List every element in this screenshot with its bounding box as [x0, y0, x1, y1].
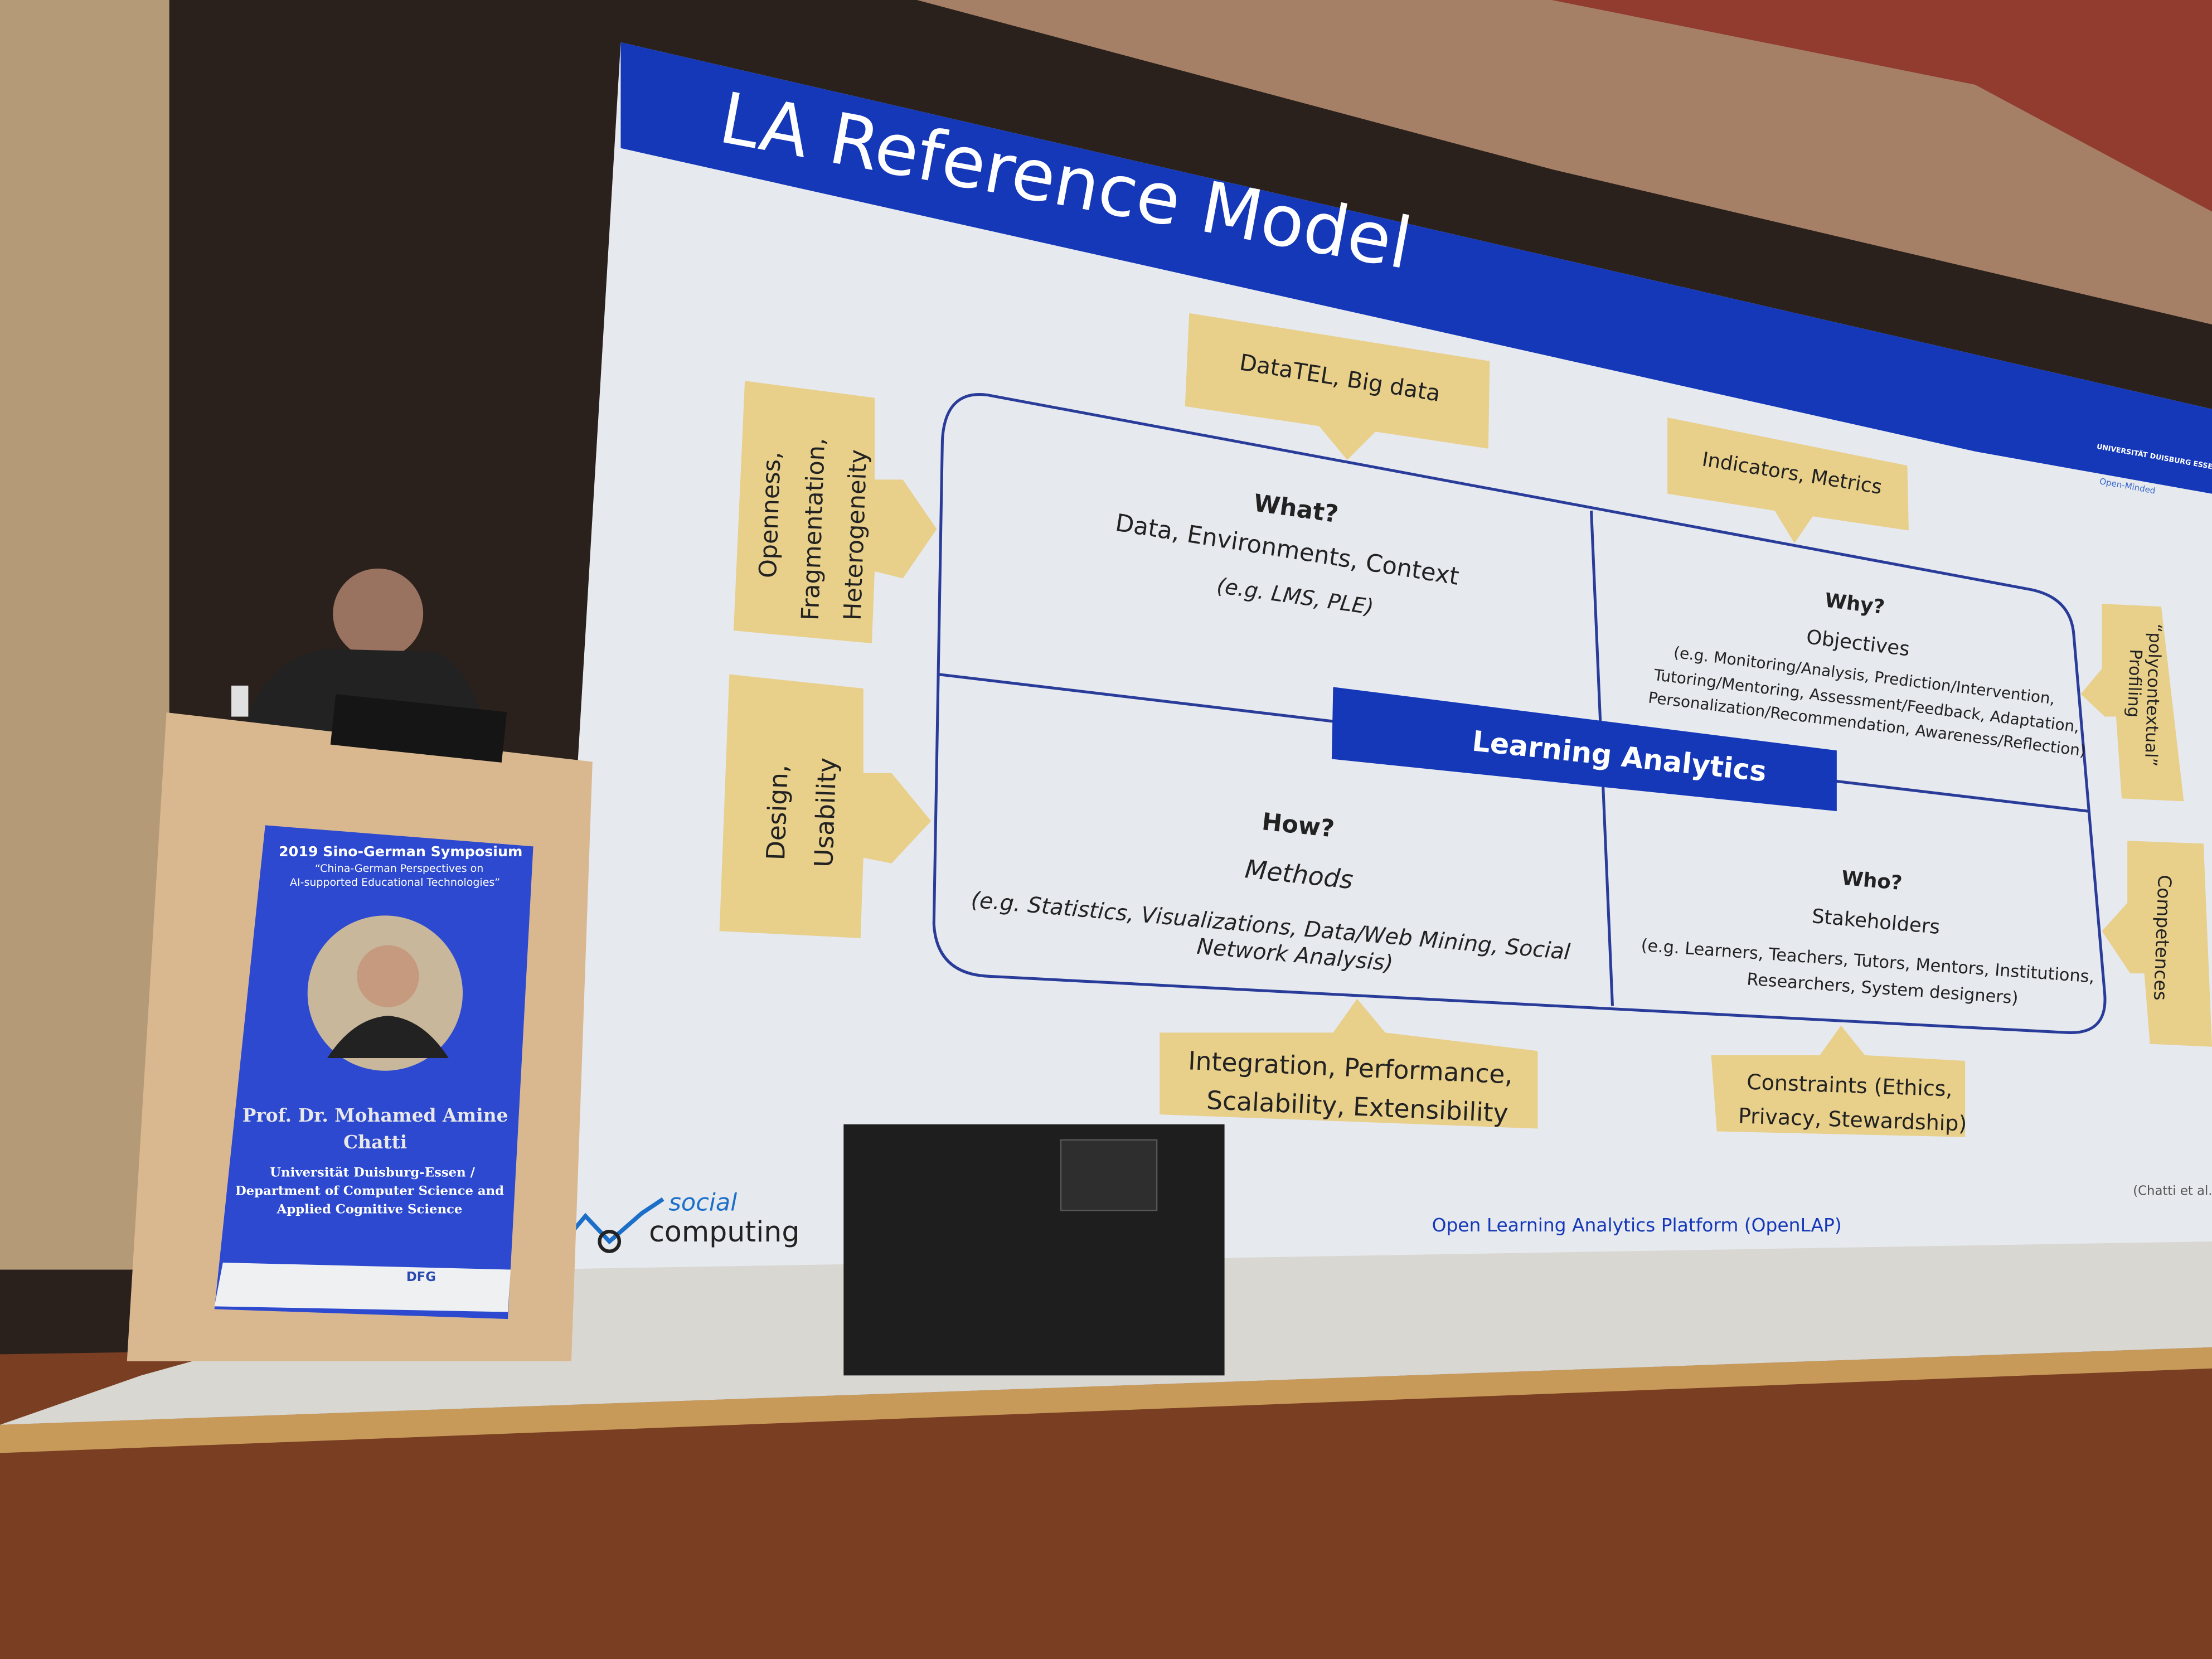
note-design: Design, Usability: [719, 674, 932, 938]
note-integration: Integration, Performance, Scalability, E…: [1160, 998, 1538, 1129]
affiliation-line: Applied Cognitive Science: [276, 1202, 463, 1216]
sponsor-strip: [214, 1262, 511, 1312]
note-constraints: Constraints (Ethics, Privacy, Stewardshi…: [1711, 1025, 1967, 1137]
affiliation-line: Department of Computer Science and: [235, 1183, 504, 1198]
note-datatel: DataTEL, Big data: [1185, 313, 1490, 460]
water-bottle: [231, 685, 249, 717]
left-curtain: [0, 0, 169, 1270]
note-openness-line: Heterogeneity: [839, 449, 873, 621]
stage-edge: [0, 1347, 2212, 1453]
podium-display: [214, 825, 533, 1320]
ceiling-fringe: [1551, 0, 2212, 212]
note-indicators: Indicators, Metrics: [1667, 418, 1909, 544]
note-competences-text: Competences: [2150, 875, 2176, 1001]
note-openness-line: Openness,: [754, 451, 787, 579]
brand-social: social: [669, 1189, 738, 1216]
learning-analytics-box: [1331, 687, 1837, 812]
ceiling: [916, 0, 2212, 325]
presenter-head: [333, 568, 424, 659]
stage-speaker: [843, 1124, 1225, 1376]
social-computing-logo: social computing: [560, 1189, 799, 1253]
slide-footer: Open Learning Analytics Platform (OpenLA…: [1432, 1214, 1842, 1236]
sponsor-dfg: DFG: [406, 1270, 436, 1284]
brand-computing: computing: [649, 1215, 799, 1248]
affiliation-line: Universität Duisburg-Essen /: [270, 1166, 475, 1180]
event-title: 2019 Sino-German Symposium: [279, 843, 522, 860]
event-subtitle-line: “China-German Perspectives on: [315, 862, 483, 875]
podium-display-content: 2019 Sino-German Symposium “China-German…: [235, 843, 522, 1216]
who-heading: Who?: [1841, 867, 1903, 895]
note-openness-line: Fragmentation,: [797, 437, 831, 620]
citation: (Chatti et al., 20: [2133, 1183, 2212, 1198]
speaker-photo-suit: [327, 1016, 449, 1058]
speaker-name-line: Chatti: [343, 1131, 407, 1153]
note-design-line: Usability: [809, 757, 842, 867]
slide-title-bar: [620, 42, 2212, 494]
speaker-photo-face: [357, 945, 419, 1007]
diagram-frame: [932, 393, 2107, 1034]
note-polycontextual-line: Profiling: [2123, 649, 2145, 718]
note-competences: Competences: [2102, 841, 2212, 1047]
note-openness: Openness, Fragmentation, Heterogeneity: [733, 381, 937, 643]
laptop: [330, 694, 507, 763]
magnifier-icon: [598, 1230, 622, 1253]
note-design-line: Design,: [761, 764, 794, 861]
speaker-name-line: Prof. Dr. Mohamed Amine: [242, 1104, 508, 1126]
note-polycontextual: “polycontextual” Profiling: [2080, 604, 2184, 802]
university-logo: [2087, 431, 2205, 488]
event-subtitle-line: AI-supported Educational Technologies”: [290, 876, 500, 889]
speaker-handle: [1060, 1139, 1158, 1211]
